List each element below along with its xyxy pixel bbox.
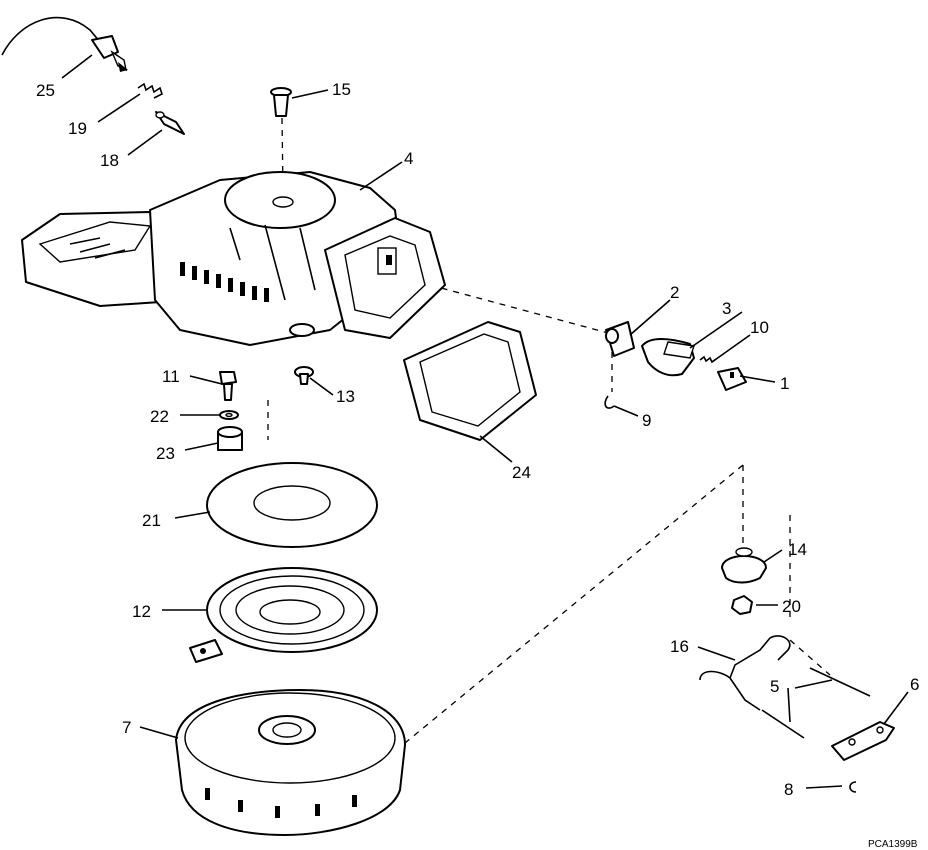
callout-5: 5 xyxy=(770,677,779,696)
callout-21: 21 xyxy=(142,511,161,530)
part-25-cable xyxy=(1,16,128,72)
part-22-washer xyxy=(219,410,239,420)
callout-7: 7 xyxy=(122,718,131,737)
part-14-cap xyxy=(721,547,767,584)
leader-lines xyxy=(61,54,909,789)
callout-8: 8 xyxy=(784,780,793,799)
callout-6: 6 xyxy=(910,675,919,694)
callout-25: 25 xyxy=(36,81,55,100)
callout-9: 9 xyxy=(642,411,651,430)
part-13-screw xyxy=(294,366,314,385)
callout-22: 22 xyxy=(150,407,169,426)
callout-13: 13 xyxy=(336,387,355,406)
part-6-pawl xyxy=(831,721,895,761)
part-7-pulley xyxy=(175,689,406,836)
part-19-spring xyxy=(137,82,163,99)
part-11-bolt xyxy=(219,371,237,401)
part-21-plate xyxy=(206,462,378,548)
part-5-pins xyxy=(761,667,871,739)
part-3-cam xyxy=(641,338,695,377)
callout-3: 3 xyxy=(722,299,731,318)
callout-4: 4 xyxy=(404,149,413,168)
part-23-bushing xyxy=(217,426,243,451)
part-4-starter-housing xyxy=(21,171,446,346)
callout-11: 11 xyxy=(162,367,180,386)
part-8-clip xyxy=(849,781,857,793)
callout-19: 19 xyxy=(68,119,87,138)
callout-16: 16 xyxy=(670,637,689,656)
part-2-lever xyxy=(605,321,635,357)
callout-labels: 25 19 18 15 4 2 3 10 1 9 11 22 23 13 24 … xyxy=(36,80,919,850)
callout-20: 20 xyxy=(782,597,801,616)
callout-24: 24 xyxy=(512,463,531,482)
part-18-pin xyxy=(155,111,185,135)
callout-14: 14 xyxy=(788,540,807,559)
part-24-gasket xyxy=(403,321,537,441)
callout-2: 2 xyxy=(670,283,679,302)
part-1-switch xyxy=(717,367,747,391)
part-9-clip xyxy=(604,395,615,409)
part-16-wire xyxy=(699,635,791,711)
part-20-nut xyxy=(731,595,753,615)
callout-15: 15 xyxy=(332,80,351,99)
callout-12: 12 xyxy=(132,602,151,621)
callout-23: 23 xyxy=(156,444,175,463)
callout-10: 10 xyxy=(750,318,769,337)
callout-18: 18 xyxy=(100,151,119,170)
callout-1: 1 xyxy=(780,374,789,393)
part-12-rewind-spring xyxy=(189,567,378,663)
part-15-screw xyxy=(270,87,292,117)
drawing-code: PCA1399B xyxy=(868,839,918,850)
